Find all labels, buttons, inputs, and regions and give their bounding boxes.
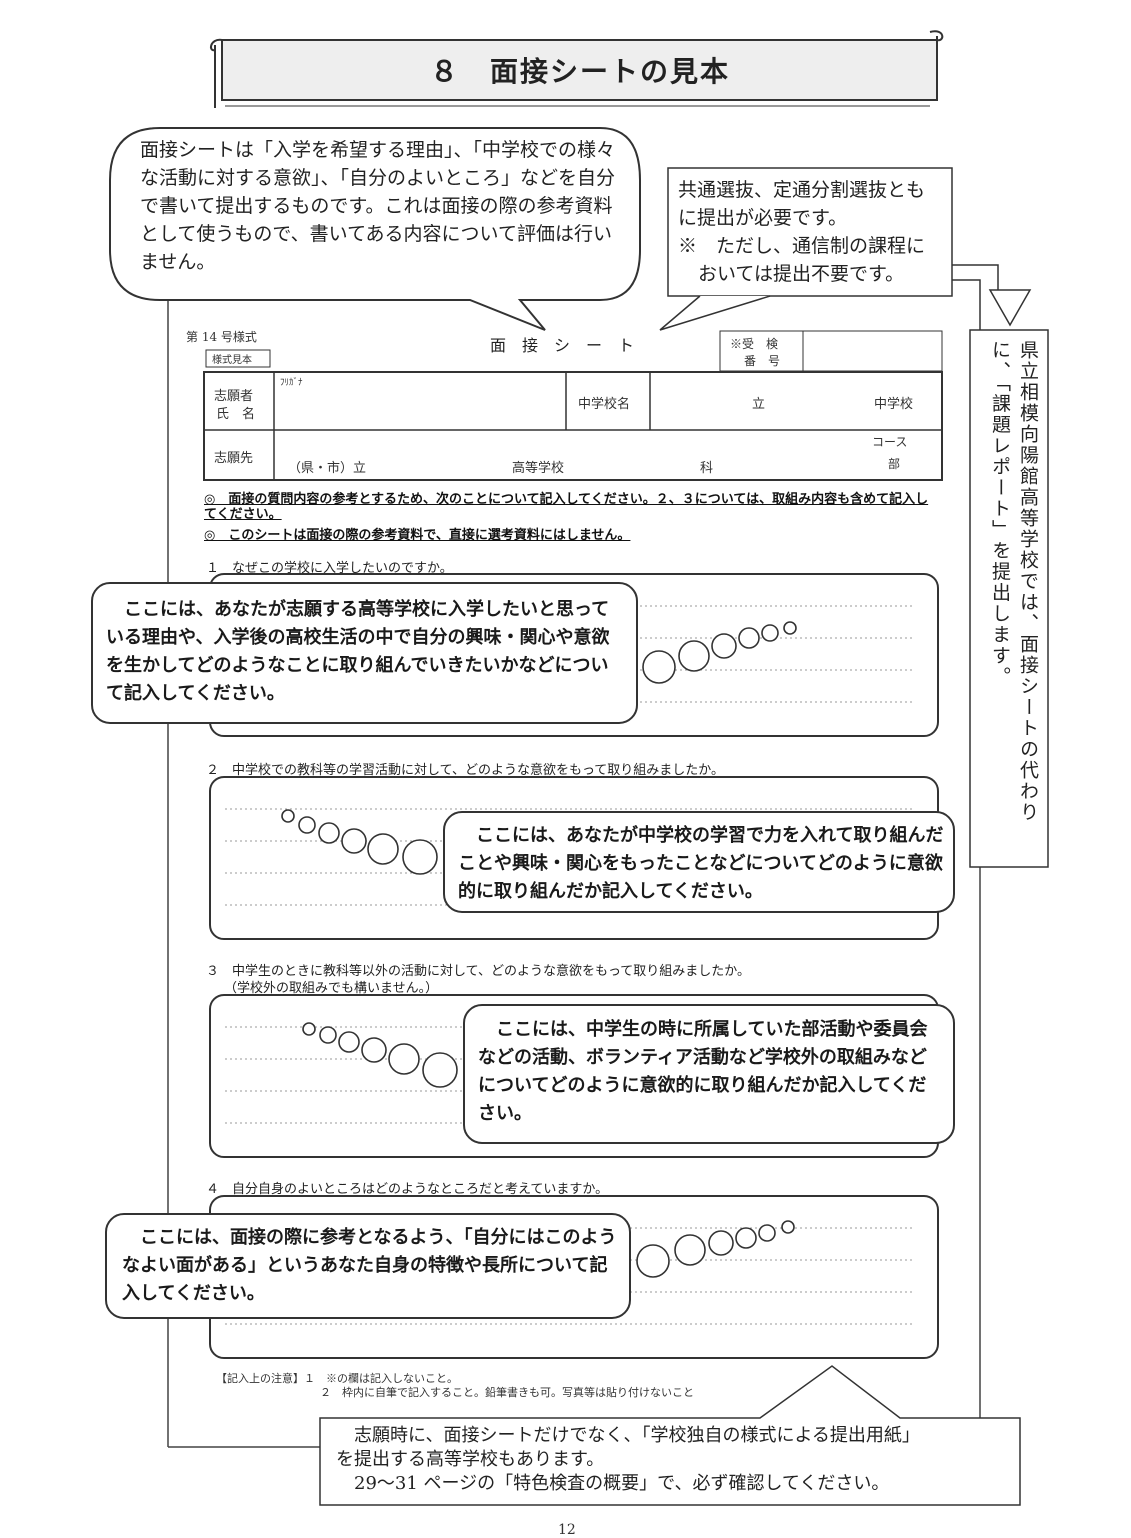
- intro-bubble-shape: [109, 127, 641, 331]
- side-note-box: [969, 329, 1049, 868]
- bu-label: 部: [888, 457, 901, 471]
- thought-circles: [281, 621, 797, 1278]
- bottom-line-2: を提出する高等学校もあります。: [336, 1449, 605, 1470]
- exam-label-1: ※受 検: [730, 337, 779, 351]
- prefecture-label: （県・市）立: [288, 461, 367, 476]
- bottom-box-shape: [319, 1365, 1021, 1506]
- question-4: ４ 自分自身のよいところはどのようなところだと考えていますか。: [206, 1182, 609, 1197]
- bottom-box-text: 志願時に、面接シートだけでなく、「学校独自の様式による提出用紙」 を提出する高等…: [336, 1424, 1012, 1496]
- exam-label-2: 番 号: [744, 354, 781, 368]
- side-note-text: 県立相模向陽館高等学校では、面接シートの代わりに、「課題レポート」を提出します。: [989, 340, 1039, 823]
- school-name-label: 中学校名: [578, 397, 631, 412]
- title-banner: [209, 30, 944, 108]
- bottom-line-3: 29～31 ページの「特色検査の概要」で、必ず確認してください。: [354, 1473, 890, 1494]
- applicant-label-2: 氏 名: [216, 407, 256, 422]
- instruction-note-1: ◎ 面接の質問内容の参考とするため、次のことについて記入してください。２、３につ…: [204, 492, 929, 522]
- callout-4-text: ここには、面接の際に参考となるよう、「自分にはこのようなよい面がある」というあな…: [122, 1227, 617, 1304]
- instruction-note-2: ◎ このシートは面接の際の参考資料で、直接に選考資料にはしません。: [204, 528, 631, 543]
- common-line-1: 共通選抜、定通分割選抜とも: [678, 179, 926, 201]
- ka-label: 科: [700, 461, 714, 476]
- callout-3-text: ここには、中学生の時に所属していた部活動や委員会などの活動、ボランティア活動など…: [478, 1019, 928, 1124]
- ritsu-label: 立: [752, 397, 766, 412]
- page-number: 12: [558, 1522, 576, 1538]
- page-title: ８ 面接シートの見本: [429, 55, 730, 88]
- common-box-text: 共通選抜、定通分割選抜とも に提出が必要です。 ※ ただし、通信制の課程に おい…: [678, 176, 950, 288]
- furigana-label: ﾌﾘｶﾞﾅ: [280, 378, 303, 388]
- question-3: ３ 中学生のときに教科等以外の活動に対して、どのような意欲をもって取り組みました…: [206, 964, 751, 979]
- footer-note-2: ２ 枠内に自筆で記入すること。鉛筆書きも可。写真等は貼り付けないこと: [320, 1386, 694, 1399]
- form-header-table: [203, 330, 943, 481]
- sheet-title: 面 接 シ ー ト: [490, 336, 635, 355]
- course-label: コース: [872, 435, 908, 449]
- high-school-label: 高等学校: [512, 461, 565, 476]
- callout-boxes: [91, 582, 955, 1319]
- footer-note-1: 【記入上の注意】１ ※の欄は記入しないこと。: [216, 1372, 458, 1385]
- destination-label: 志願先: [214, 451, 254, 466]
- sample-label: 様式見本: [212, 355, 252, 366]
- applicant-label-1: 志願者: [214, 389, 254, 404]
- intro-bubble-text: 面接シートは「入学を希望する理由」、「中学校での様々な活動に対する意欲」、「自分…: [140, 139, 616, 273]
- question-3-sub: （学校外の取組みでも構いません。）: [224, 981, 439, 996]
- question-1: １ なぜこの学校に入学したいのですか。: [206, 561, 453, 576]
- common-box-shape: [659, 167, 1032, 331]
- question-2: ２ 中学校での教科等の学習活動に対して、どのような意欲をもって取り組みましたか。: [206, 763, 725, 778]
- callout-2-text: ここには、あなたが中学校の学習で力を入れて取り組んだことや興味・関心をもったこと…: [458, 825, 944, 902]
- common-line-2: に提出が必要です。: [678, 207, 848, 229]
- callout-1-text: ここには、あなたが志願する高等学校に入学したいと思っている理由や、入学後の高校生…: [106, 599, 610, 704]
- bottom-line-1: 志願時に、面接シートだけでなく、「学校独自の様式による提出用紙」: [354, 1425, 920, 1446]
- common-line-3: ※ ただし、通信制の課程に: [678, 235, 926, 257]
- common-line-4: おいては提出不要です。: [698, 263, 905, 285]
- form-number: 第 14 号様式: [186, 330, 257, 344]
- chugakko-label: 中学校: [874, 397, 914, 412]
